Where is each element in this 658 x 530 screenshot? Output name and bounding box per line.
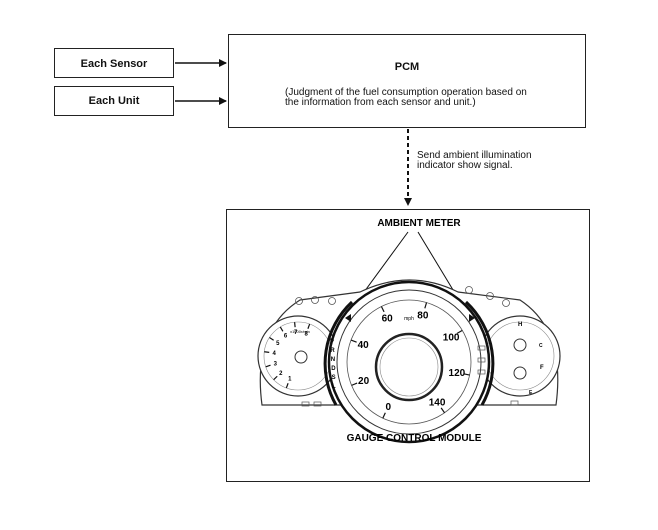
warning-icon	[328, 297, 336, 305]
pcm-title: PCM	[394, 61, 420, 73]
tachometer-tick	[273, 375, 278, 381]
warning-icon	[477, 345, 486, 351]
temp-gauge-dial	[513, 338, 527, 352]
speedometer-ticks	[350, 302, 470, 419]
warning-icon	[301, 401, 310, 407]
tachometer-label: 1	[288, 377, 292, 383]
gear-letter: L	[332, 384, 336, 390]
gauge-control-module-label: GAUGE CONTROL MODULE	[347, 433, 482, 444]
temp-cold-label: C	[539, 343, 543, 349]
each-unit-label: Each Unit	[88, 95, 140, 107]
pcm-box: PCM (Judgment of the fuel consumption op…	[228, 34, 586, 128]
speedometer-label: 100	[443, 332, 460, 343]
speedometer-tick	[424, 302, 428, 309]
ambient-meter-band-left	[323, 300, 354, 406]
tachometer-label: 5	[276, 341, 280, 347]
fuel-empty-label: E	[529, 390, 533, 396]
each-unit-box: Each Unit	[54, 86, 174, 116]
speedometer-unit: mph	[404, 316, 414, 322]
warning-icon	[477, 369, 486, 375]
gear-letter: P	[330, 339, 334, 345]
each-sensor-box: Each Sensor	[54, 48, 174, 78]
speedometer-tick	[382, 412, 386, 419]
speedometer-label: 140	[429, 398, 446, 409]
each-sensor-label: Each Sensor	[80, 58, 148, 70]
tachometer-labels: 123 4 567 8	[273, 330, 309, 382]
tachometer-unit: x1000r/min	[290, 329, 310, 334]
tachometer-label: 3	[274, 362, 278, 368]
signal-text-line1: Send ambient illumination	[417, 150, 532, 161]
tachometer-tick	[307, 323, 311, 329]
warning-icon	[486, 292, 494, 300]
gear-letter: S	[332, 375, 336, 381]
warning-icon	[311, 296, 319, 304]
tachometer-hub	[294, 350, 308, 364]
speedometer-label: 0	[386, 402, 392, 413]
ambient-meter-band-right	[464, 300, 495, 406]
warning-icon	[313, 401, 322, 407]
fuel-gauge-dial	[513, 366, 527, 380]
tachometer-label: 6	[284, 334, 288, 340]
tachometer-tick	[285, 383, 289, 389]
tachometer-tick	[279, 326, 284, 332]
speedometer-tick	[440, 407, 446, 414]
gear-letter: R	[330, 348, 335, 354]
warning-icon	[510, 400, 519, 406]
instrument-cluster: 123 4 567 8 x1000r/min H C F E 0 20 40 60 80 100…	[257, 279, 561, 444]
speedometer-tick	[456, 329, 463, 334]
warning-icon	[295, 297, 303, 305]
warning-icon	[477, 357, 486, 363]
warning-icon	[502, 299, 510, 307]
tachometer-tick	[264, 351, 270, 353]
speedometer-labels: 0 20 40 60 80 100 120 140	[358, 311, 466, 413]
tachometer-label: 7	[294, 330, 298, 336]
speedometer-label: 40	[358, 340, 370, 351]
speedometer-label: 60	[382, 314, 394, 325]
fuel-full-label: F	[540, 365, 544, 371]
right-turn-icon	[469, 314, 475, 322]
gear-letter: D	[331, 366, 336, 372]
tachometer-label: 2	[279, 371, 283, 377]
speedometer-label: 20	[358, 376, 370, 387]
signal-text-line2: indicator show signal.	[417, 160, 513, 171]
ambient-meter-label: AMBIENT METER	[377, 218, 461, 229]
tachometer-tick	[265, 364, 271, 368]
speedometer-label: 120	[449, 368, 466, 379]
temp-hot-label: H	[518, 322, 522, 328]
warning-icon	[465, 286, 473, 294]
tachometer-ticks	[264, 322, 311, 389]
speedometer-tick	[350, 339, 357, 343]
tachometer-label: 4	[273, 351, 277, 357]
speedometer-tick	[380, 306, 385, 313]
speedometer-tick	[351, 382, 358, 386]
pcm-note-line2: the information from each sensor and uni…	[285, 97, 476, 108]
left-turn-icon	[345, 314, 351, 322]
speedometer-tick	[463, 373, 470, 376]
speedometer-label: 80	[417, 311, 429, 322]
speedometer-hub	[374, 332, 444, 402]
pcm-note-line1: (Judgment of the fuel consumption operat…	[285, 87, 527, 98]
tachometer-label: 8	[305, 332, 309, 338]
gear-letter: N	[331, 357, 335, 363]
tachometer-tick	[269, 337, 274, 341]
